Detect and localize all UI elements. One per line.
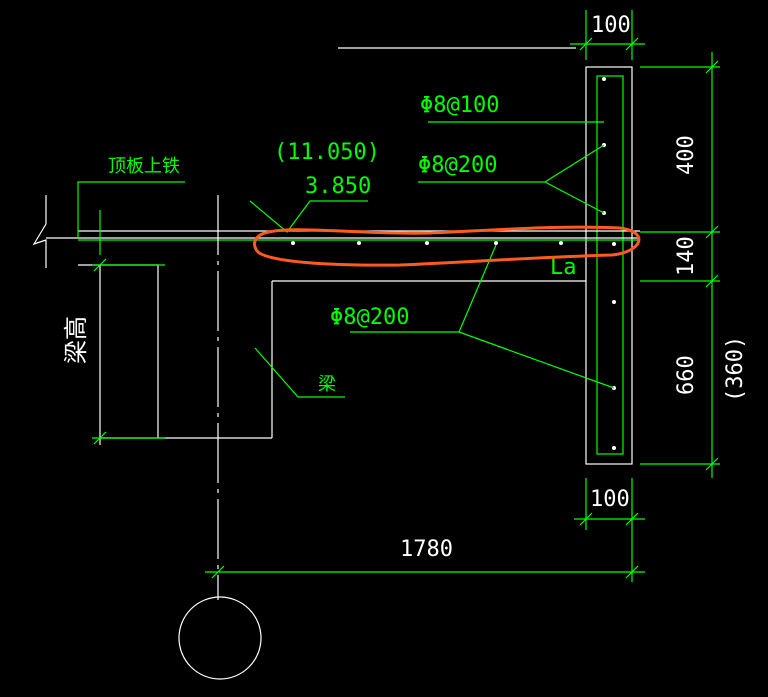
rebar-mid-text: Φ8@200 bbox=[418, 153, 497, 178]
beam-outline: 梁高 bbox=[62, 210, 272, 445]
rebar-callout-mid: Φ8@200 bbox=[418, 144, 605, 214]
rebar-horizontal-text: Φ8@200 bbox=[330, 305, 409, 330]
rebar-callout-upper: Φ8@100 bbox=[420, 93, 604, 123]
label-anchorage: La bbox=[550, 255, 577, 280]
elevation-marker: (11.050) 3.850 bbox=[249, 140, 380, 233]
highlight-annotation bbox=[253, 225, 641, 267]
dim-lower-height-text: 660 bbox=[674, 355, 699, 395]
label-beam-height: 梁高 bbox=[62, 316, 90, 364]
beam-leader: 梁 bbox=[254, 347, 345, 398]
dim-lower-height-alt-text: (360) bbox=[723, 336, 748, 402]
dimension-right-chain: 400 140 660 (360) bbox=[640, 52, 748, 478]
axis-bubble bbox=[178, 596, 262, 680]
top-rebar-leader: 顶板上铁 bbox=[77, 156, 185, 238]
label-top-rebar: 顶板上铁 bbox=[108, 156, 180, 177]
dim-bottom-width-text: 100 bbox=[590, 487, 630, 512]
dim-top-width-text: 100 bbox=[591, 13, 631, 38]
wall-rebar-cage bbox=[596, 75, 624, 455]
elevation-lower-text: 3.850 bbox=[305, 174, 371, 199]
label-beam: 梁 bbox=[318, 374, 336, 395]
dim-slab-thickness-text: 140 bbox=[674, 236, 699, 276]
dimension-bottom-width: 100 bbox=[574, 478, 645, 530]
rebar-callout-horizontal: Φ8@200 bbox=[330, 244, 615, 389]
elevation-upper-text: (11.050) bbox=[274, 140, 380, 165]
dim-span-text: 1780 bbox=[400, 537, 453, 562]
rebar-upper-text: Φ8@100 bbox=[420, 93, 499, 118]
dimension-top-width: 100 bbox=[570, 10, 645, 60]
wall-outline bbox=[585, 66, 633, 465]
break-symbol bbox=[32, 195, 78, 268]
dimension-span: 1780 bbox=[205, 530, 645, 582]
wall-rebar-dots bbox=[602, 77, 616, 450]
slab-rebar-dots bbox=[291, 241, 563, 245]
dim-upper-height-text: 400 bbox=[674, 135, 699, 175]
